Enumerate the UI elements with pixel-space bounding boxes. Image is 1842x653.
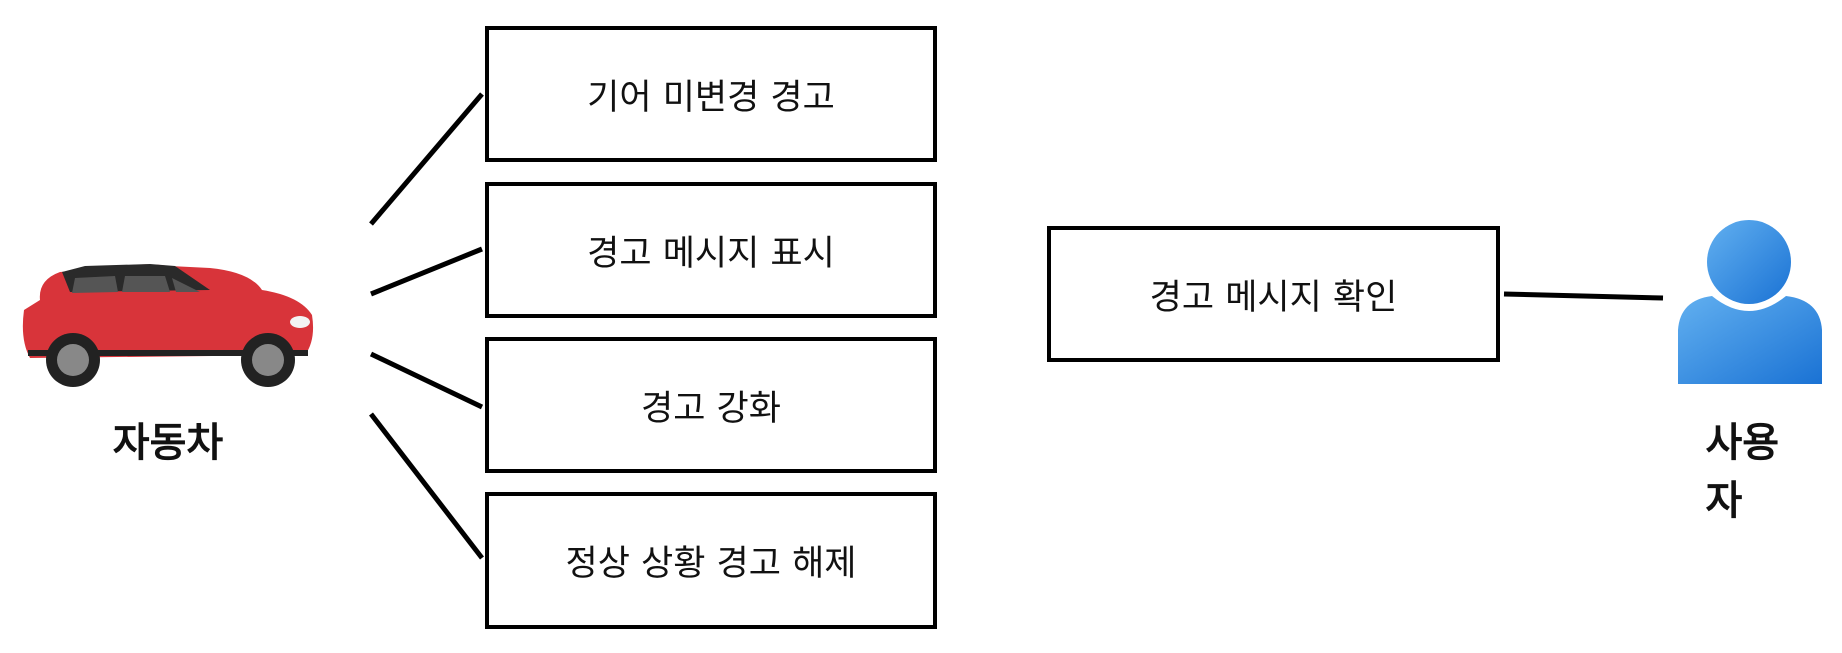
actor-user-label: 사용자	[1705, 420, 1780, 524]
use-case-gear-warning: 기어 미변경 경고	[485, 26, 937, 162]
use-case-show-warning: 경고 메시지 표시	[485, 182, 937, 318]
use-case-escalate-warning: 경고 강화	[485, 337, 937, 473]
user-icon	[1678, 220, 1822, 384]
use-case-clear-warning: 정상 상황 경고 해제	[485, 492, 937, 629]
connector-line	[369, 351, 484, 410]
connector-line	[369, 412, 484, 560]
car-icon	[22, 264, 314, 387]
connector-line	[1503, 291, 1664, 301]
connector-line	[370, 246, 483, 297]
connector-line	[369, 92, 484, 226]
use-case-confirm-warning: 경고 메시지 확인	[1047, 226, 1500, 362]
actor-car-label: 자동차	[112, 420, 224, 466]
